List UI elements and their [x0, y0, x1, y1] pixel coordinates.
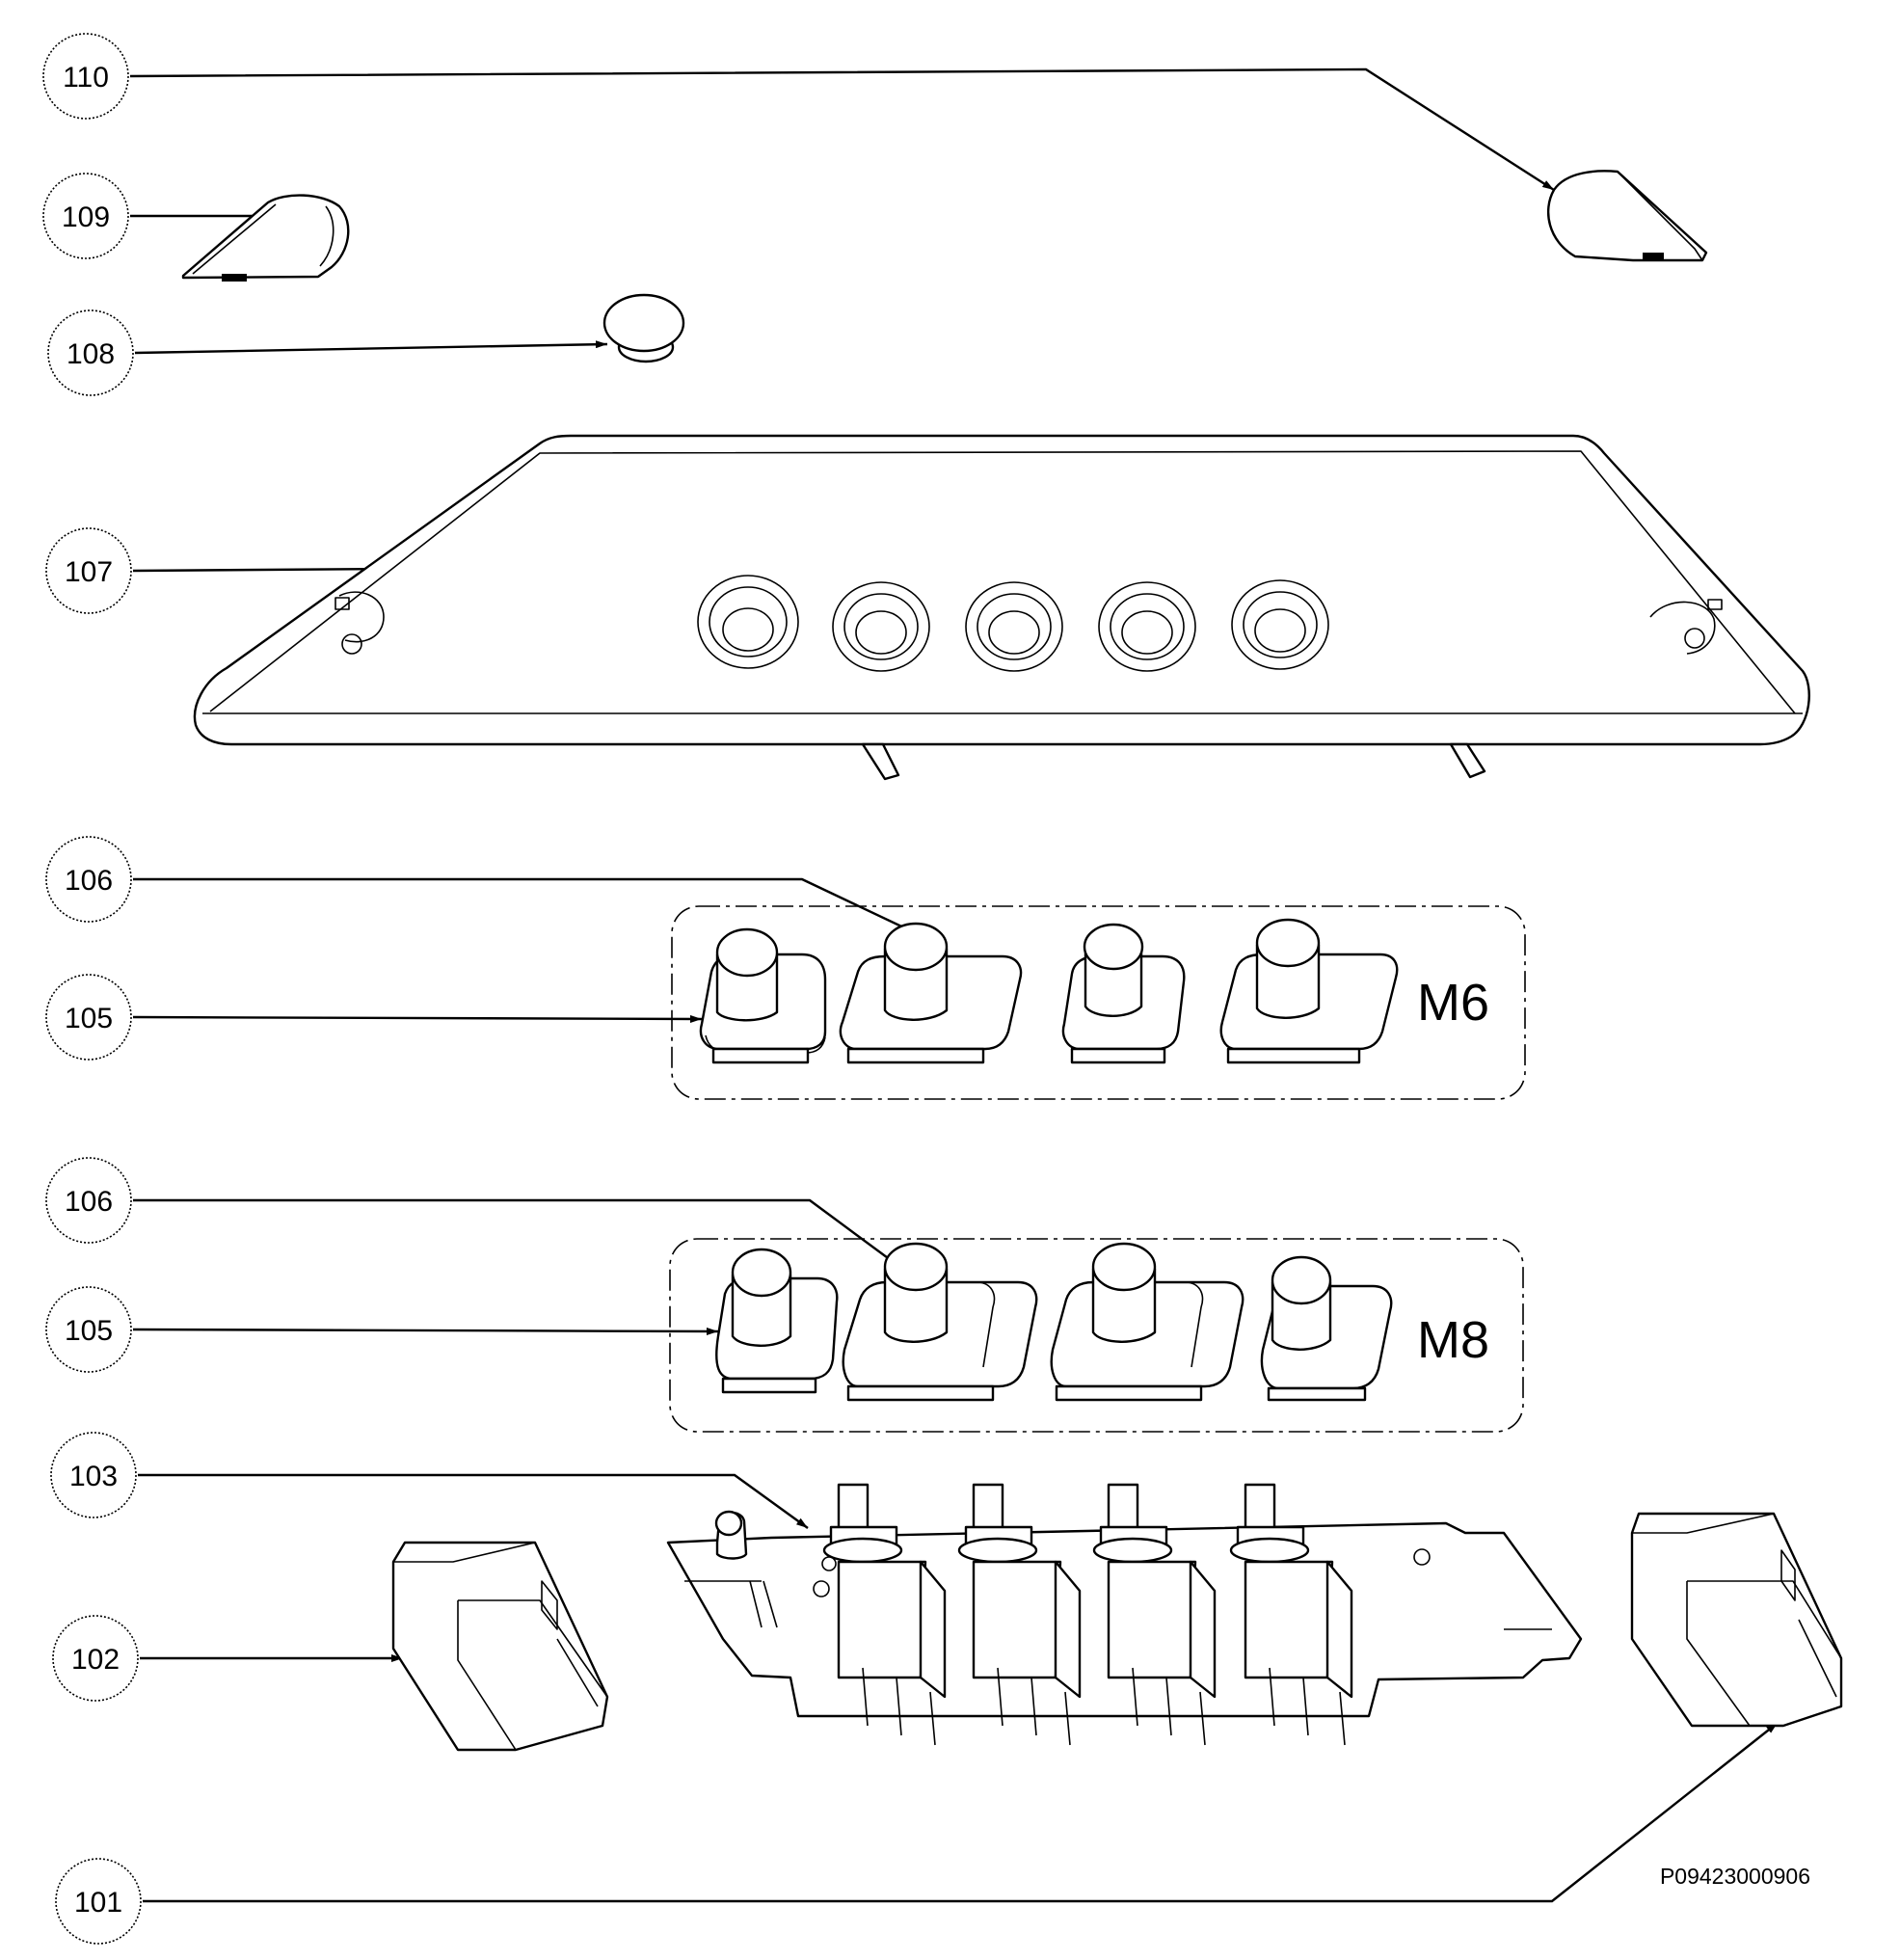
callout-105a-label: 105	[65, 1003, 113, 1034]
callout-105b-label: 105	[65, 1315, 113, 1347]
callout-103-label: 103	[69, 1461, 118, 1492]
callout-109: 109	[42, 173, 129, 259]
callout-110-label: 110	[63, 62, 109, 94]
m8-button-1	[715, 1248, 839, 1394]
callout-106b: 106	[45, 1157, 132, 1244]
callout-101-label: 101	[74, 1887, 122, 1919]
callout-106a-label: 106	[65, 865, 113, 897]
variant-label-m8: M8	[1417, 1311, 1489, 1369]
leader-103	[138, 1473, 809, 1529]
leader-108	[134, 340, 608, 355]
callout-102-label: 102	[71, 1644, 120, 1676]
part-107-front-panel	[193, 434, 1810, 781]
leader-105b	[132, 1327, 719, 1335]
callout-103: 103	[50, 1432, 137, 1518]
leader-106a	[133, 877, 915, 934]
button-group-m8: M8	[669, 1238, 1524, 1433]
callout-105a: 105	[45, 974, 132, 1061]
leader-110	[129, 67, 1555, 192]
m6-button-3	[1061, 923, 1186, 1064]
switch-1	[822, 1483, 947, 1746]
variant-label-m6: M6	[1417, 974, 1489, 1032]
callout-102: 102	[52, 1615, 139, 1702]
callout-110: 110	[42, 33, 129, 120]
m8-button-3	[1050, 1242, 1244, 1402]
callout-107: 107	[45, 527, 132, 614]
callout-109-label: 109	[62, 201, 110, 233]
callouts: 110 109 108 107 106 105 106 105	[42, 33, 142, 1945]
callout-101: 101	[55, 1858, 142, 1945]
callout-105b: 105	[45, 1286, 132, 1373]
switch-3	[1092, 1483, 1217, 1746]
callout-108: 108	[47, 309, 134, 396]
switch-2	[957, 1483, 1082, 1746]
part-110-end-cap-right	[1546, 170, 1708, 262]
leader-105a	[132, 1014, 703, 1023]
part-108-button-cap	[602, 293, 685, 363]
callout-108-label: 108	[67, 338, 115, 370]
leader-107	[132, 565, 389, 574]
reference-code: P09423000906	[1660, 1864, 1810, 1889]
callout-106a: 106	[45, 836, 132, 923]
m6-button-4	[1219, 918, 1399, 1064]
m8-button-4	[1260, 1255, 1393, 1402]
switch-4	[1229, 1483, 1353, 1746]
m6-button-2	[839, 922, 1023, 1064]
button-group-m6: M6	[671, 905, 1526, 1100]
panel-openings	[697, 575, 1329, 672]
m6-button-1	[699, 927, 827, 1064]
callout-107-label: 107	[65, 556, 113, 588]
part-109-end-cap-left	[181, 194, 350, 282]
leader-106b	[133, 1198, 922, 1283]
callout-106b-label: 106	[65, 1186, 113, 1218]
part-102-support-block-left	[391, 1541, 609, 1752]
leader-lines	[129, 67, 1779, 1903]
part-103-circuit-board	[666, 1483, 1583, 1746]
part-101-support-block-right	[1630, 1512, 1843, 1728]
leader-101	[143, 1722, 1779, 1903]
m8-button-2	[842, 1242, 1038, 1402]
